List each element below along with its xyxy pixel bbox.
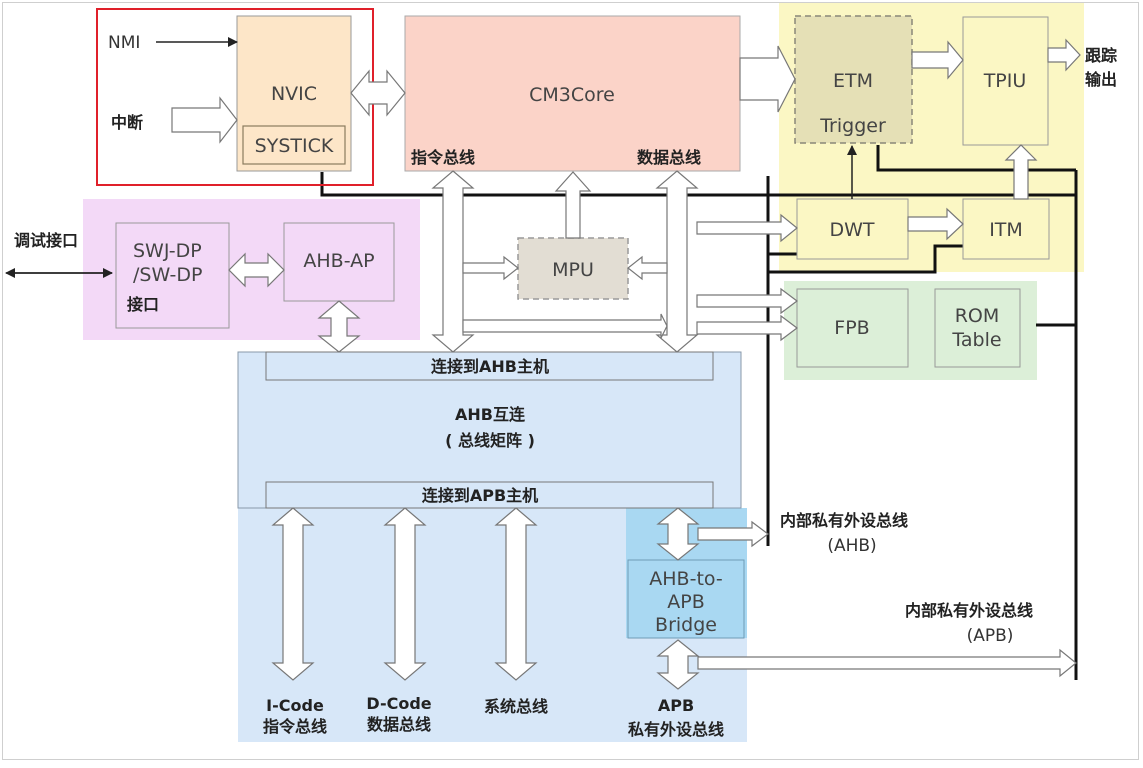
mpu-core-arrow: [554, 171, 592, 239]
ahb-interconnect-block: 连接到AHB主机 AHB互连 ( 总线矩阵 ) 连接到APB主机: [237, 351, 742, 509]
icode-label-1: I-Code: [266, 696, 324, 715]
bridge-block: AHB-to- APB Bridge: [627, 559, 745, 639]
internal-bus-lines: [320, 145, 1078, 680]
swj-dp-label-3: 接口: [127, 295, 159, 314]
icode-arrow: [271, 507, 315, 681]
etm-tpiu-arrow: [911, 40, 964, 80]
nvic-core-arrow: [350, 69, 406, 117]
data-bus-arrow: [655, 170, 699, 353]
databus-mpu-arrow: [627, 255, 668, 281]
tpiu-block: TPIU: [962, 16, 1049, 146]
dwt-itm-arrow: [907, 207, 964, 241]
bus-fpb-arrow-2: [696, 314, 798, 342]
icode-label-2: 指令总线: [263, 717, 327, 736]
apb-label-2: 私有外设总线: [628, 720, 724, 739]
bus-dwt-arrow: [696, 213, 798, 243]
swj-dp-block: SWJ-DP /SW-DP 接口: [115, 222, 230, 329]
thin-arrows: [5, 37, 857, 278]
ppb-apb-arrow: [697, 648, 1077, 678]
trace-out-label-2: 输出: [1085, 70, 1117, 89]
fpb-block: FPB: [796, 288, 909, 368]
trace-out-label-1: 跟踪: [1085, 46, 1117, 65]
tpiu-label: TPIU: [983, 70, 1027, 92]
system-bus-arrow: [494, 507, 538, 681]
instr-bus-arrow: [431, 170, 475, 353]
nvic-label: NVIC: [271, 83, 317, 105]
swj-dp-label-1: SWJ-DP: [133, 240, 202, 262]
rom-table-block: ROM Table: [934, 288, 1021, 368]
dcode-label-2: 数据总线: [367, 715, 431, 734]
ahb-interconnect-label-2: ( 总线矩阵 ): [445, 431, 535, 450]
ahb-master-label: 连接到AHB主机: [431, 357, 549, 376]
etm-label: ETM: [833, 70, 873, 92]
ppb-apb-label-1: 内部私有外设总线: [905, 601, 1033, 620]
bridge-label-3: Bridge: [655, 614, 717, 636]
ahb-ap-block: AHB-AP: [283, 222, 395, 302]
core-etm-arrow: [739, 45, 796, 113]
swj-dp-label-2: /SW-DP: [133, 264, 202, 286]
instrbus-right-arrow: [462, 313, 668, 339]
ahb-master-bar: [265, 351, 714, 381]
trigger-label: Trigger: [819, 115, 886, 137]
data-bus-label: 数据总线: [637, 148, 701, 167]
itm-label: ITM: [989, 219, 1023, 241]
apb-master-label: 连接到APB主机: [422, 486, 538, 505]
ppb-ahb-arrow: [697, 520, 769, 548]
dwt-block: DWT: [796, 198, 909, 260]
ppb-ahb-label-1: 内部私有外设总线: [780, 511, 908, 530]
block-arrows: [171, 38, 1081, 690]
itm-tpiu-arrow: [1004, 144, 1038, 200]
interrupt-label: 中断: [111, 113, 143, 132]
trace-out-arrow: [1047, 38, 1081, 72]
etm-block: ETM Trigger: [794, 15, 913, 144]
bridge-label-2: APB: [667, 591, 705, 613]
rom-label: ROM: [955, 305, 1000, 327]
nvic-block: NVIC SYSTICK: [236, 15, 352, 172]
ahb-ap-label: AHB-AP: [303, 250, 374, 272]
bridge-apb-arrow: [656, 639, 700, 690]
fpb-label: FPB: [834, 317, 869, 339]
bus-fpb-arrow: [696, 287, 798, 315]
bridge-top-arrow: [656, 507, 700, 561]
mpu-label: MPU: [552, 259, 594, 281]
dcode-arrow: [383, 507, 427, 681]
table-label: Table: [951, 329, 1001, 351]
ahbap-interconnect-arrow: [317, 300, 361, 353]
dcode-label-1: D-Code: [366, 694, 431, 713]
instrbus-mpu-arrow: [462, 255, 519, 281]
ppb-apb-label-2: (APB): [967, 626, 1014, 646]
dwt-label: DWT: [829, 219, 874, 241]
mpu-block: MPU: [517, 237, 629, 300]
debug-port-label: 调试接口: [14, 231, 78, 250]
system-bus-label: 系统总线: [484, 697, 548, 716]
core-label: CM3Core: [529, 84, 615, 106]
swj-ahbap-arrow: [228, 252, 285, 288]
nmi-label: NMI: [108, 33, 140, 53]
apb-master-bar: [265, 481, 714, 509]
systick-box: [242, 125, 346, 165]
ahb-interconnect-label-1: AHB互连: [455, 405, 526, 424]
ppb-ahb-label-2: (AHB): [827, 536, 876, 556]
systick-label: SYSTICK: [255, 135, 334, 157]
bridge-label-1: AHB-to-: [649, 568, 722, 590]
itm-block: ITM: [962, 198, 1050, 260]
interrupt-arrow: [171, 96, 238, 144]
apb-label-1: APB: [658, 696, 694, 715]
instr-bus-label: 指令总线: [411, 148, 475, 167]
